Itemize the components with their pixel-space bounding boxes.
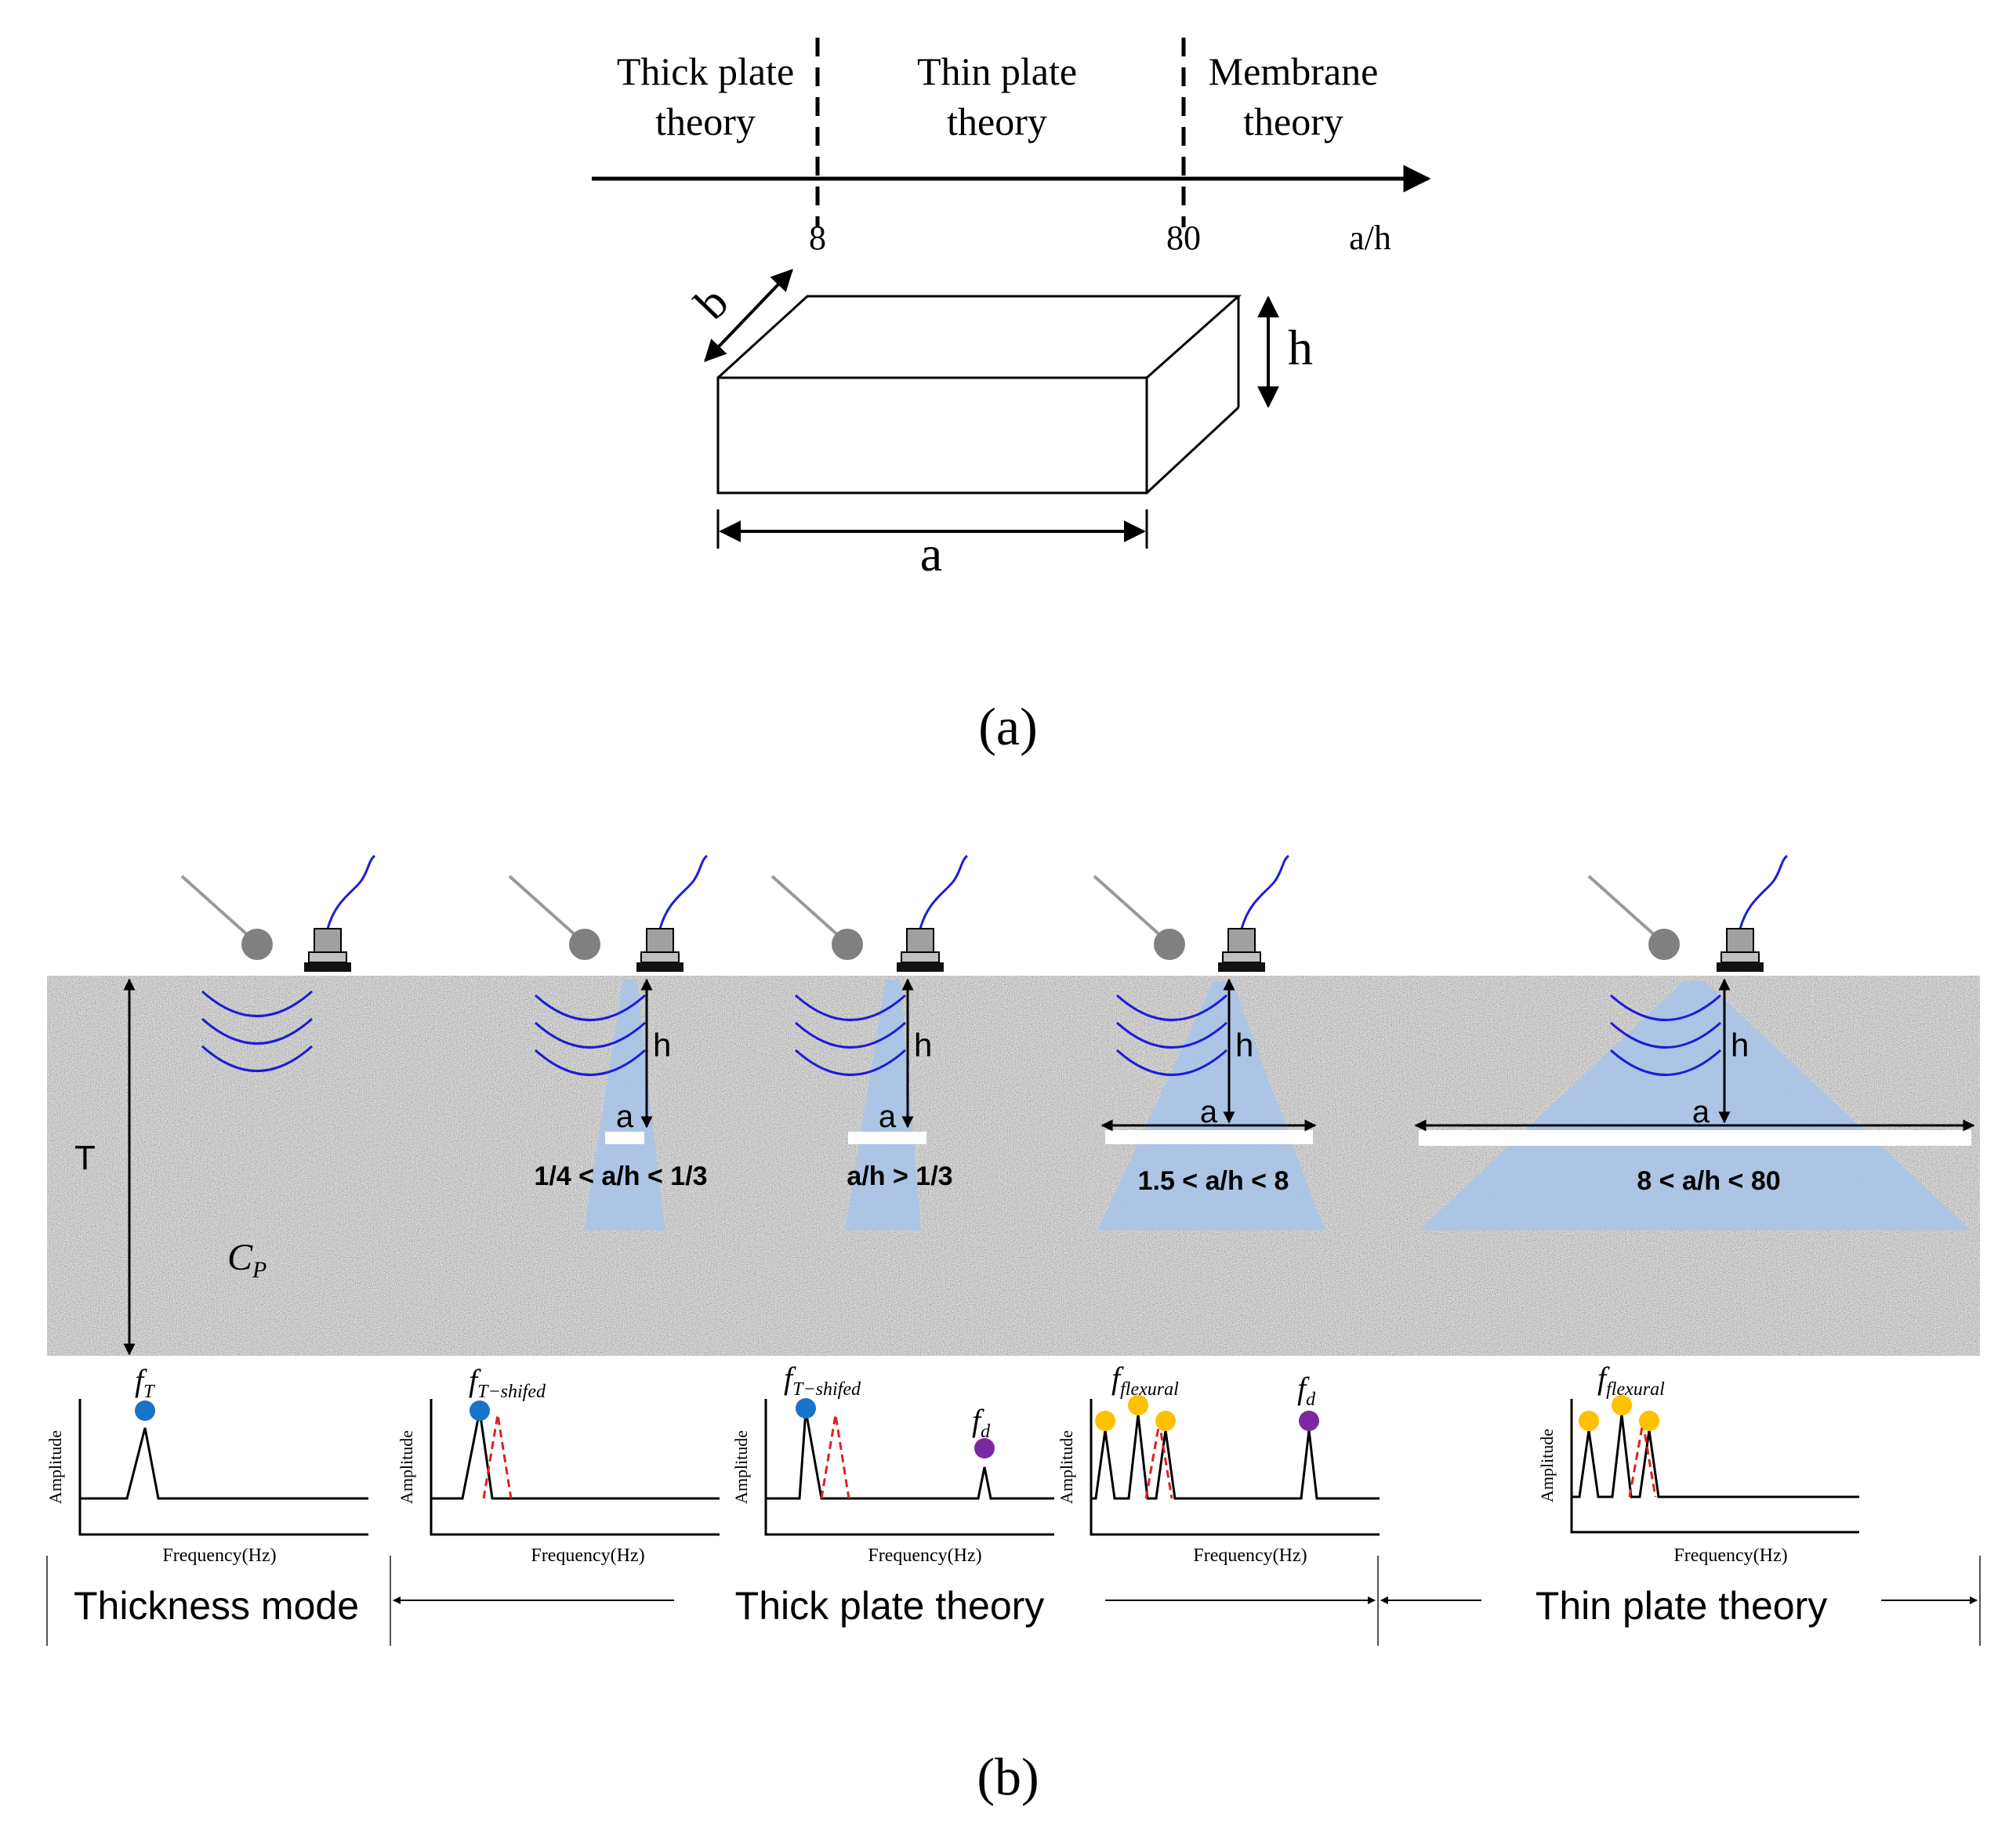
spectrum-plot-2: fT−shifed Amplitude Frequency(Hz) bbox=[397, 1363, 720, 1566]
y-axis-label-4: Amplitude bbox=[1057, 1430, 1076, 1504]
depth-label-1: h bbox=[653, 1027, 671, 1063]
peak-marker-flex-5a bbox=[1579, 1411, 1599, 1431]
tick-80: 80 bbox=[1166, 219, 1201, 257]
stress-cone-1 bbox=[584, 980, 665, 1230]
spectrum-plot-4: fflexural fd Amplitude Frequency(Hz) bbox=[1057, 1361, 1380, 1566]
waves-3 bbox=[794, 994, 907, 1076]
impactor-3 bbox=[771, 875, 863, 960]
defect-label-2: a bbox=[879, 1100, 897, 1134]
peak-label-flex-5: fflexural bbox=[1597, 1361, 1665, 1400]
x-axis-label-5: Frequency(Hz) bbox=[1673, 1545, 1787, 1566]
x-axis-label-4: Frequency(Hz) bbox=[1193, 1545, 1307, 1566]
mode-label-thin-plate: Thin plate theory bbox=[1536, 1584, 1827, 1628]
shifted-peak-2 bbox=[482, 1414, 513, 1499]
peak-marker-flex-4b bbox=[1128, 1395, 1148, 1415]
panel-b-label: (b) bbox=[977, 1747, 1039, 1806]
peak-marker-fd-4 bbox=[1299, 1411, 1319, 1431]
peak-label-fd-4: fd bbox=[1297, 1371, 1316, 1410]
panel-a: Thick plate theory Thin plate theory Mem… bbox=[592, 38, 1431, 756]
defect-label-4: a bbox=[1692, 1095, 1710, 1129]
dim-b-arrow bbox=[704, 268, 793, 363]
x-axis-label-1: Frequency(Hz) bbox=[162, 1545, 276, 1566]
dim-a-label: a bbox=[920, 526, 942, 582]
ratio-label-2: a/h > 1/3 bbox=[847, 1161, 952, 1191]
waves-2 bbox=[534, 994, 647, 1076]
peak-marker-fT-shifted-3 bbox=[796, 1398, 816, 1419]
peak-marker-flex-4a bbox=[1095, 1411, 1115, 1431]
defect-label-3: a bbox=[1200, 1095, 1218, 1129]
region-membrane-line2: theory bbox=[1243, 100, 1343, 143]
peak-label-fT-shifted-3: fT−shifed bbox=[784, 1361, 861, 1400]
spectrum-plot-3: fT−shifed fd Amplitude Frequency(Hz) bbox=[731, 1361, 1054, 1566]
peak-marker-flex-5b bbox=[1612, 1395, 1632, 1415]
peak-marker-flex-5c bbox=[1639, 1411, 1659, 1431]
ratio-label-3: 1.5 < a/h < 8 bbox=[1138, 1166, 1289, 1196]
region-thick-line1: Thick plate bbox=[617, 49, 794, 93]
mode-label-thickness: Thickness mode bbox=[74, 1584, 359, 1628]
mode-bar: Thickness mode Thick plate theory Thin p… bbox=[46, 1556, 1981, 1646]
depth-label-4: h bbox=[1731, 1027, 1749, 1063]
impactor-4 bbox=[1093, 875, 1185, 960]
peak-label-fT-shifted-2: fT−shifed bbox=[469, 1363, 546, 1402]
peak-marker-fT bbox=[135, 1400, 155, 1421]
defect-4 bbox=[1419, 1130, 1971, 1146]
panel-a-label: (a) bbox=[978, 697, 1037, 756]
thickness-label: T bbox=[74, 1139, 96, 1177]
region-thin-line2: theory bbox=[947, 100, 1047, 143]
peak-label-fT: fT bbox=[135, 1363, 155, 1402]
dim-h-label: h bbox=[1288, 320, 1313, 375]
tick-8: 8 bbox=[809, 219, 826, 257]
dim-b-label: b bbox=[684, 276, 738, 328]
axis-label-a-h: a/h bbox=[1349, 219, 1391, 257]
waves-4 bbox=[1115, 994, 1228, 1076]
mode-label-thick-plate: Thick plate theory bbox=[735, 1584, 1045, 1628]
impactor-1 bbox=[180, 875, 273, 960]
y-axis-label-1: Amplitude bbox=[45, 1430, 65, 1504]
impactor-5 bbox=[1587, 875, 1680, 960]
defect-1 bbox=[605, 1132, 644, 1144]
impactor-2 bbox=[508, 875, 600, 960]
velocity-label: CP bbox=[227, 1237, 267, 1283]
y-axis-label-2: Amplitude bbox=[397, 1430, 416, 1504]
peak-label-flex-4: fflexural bbox=[1111, 1361, 1179, 1400]
peak-marker-flex-4c bbox=[1155, 1411, 1176, 1431]
sensor-4 bbox=[1218, 854, 1290, 972]
sensor-2 bbox=[636, 854, 709, 972]
x-axis-label-3: Frequency(Hz) bbox=[868, 1545, 981, 1566]
shifted-peak-3 bbox=[820, 1414, 850, 1499]
stress-cone-4 bbox=[1419, 981, 1971, 1230]
waves-1 bbox=[201, 990, 314, 1072]
spectrum-plot-1: fT Amplitude Frequency(Hz) bbox=[45, 1363, 368, 1566]
waves-5 bbox=[1609, 994, 1722, 1076]
region-thin-line1: Thin plate bbox=[917, 49, 1077, 93]
depth-label-3: h bbox=[1235, 1027, 1253, 1063]
ratio-label-4: 8 < a/h < 80 bbox=[1637, 1166, 1780, 1196]
peak-marker-fT-shifted-2 bbox=[470, 1400, 490, 1421]
stress-cone-3 bbox=[1097, 981, 1325, 1230]
spectrum-plot-5: fflexural Amplitude Frequency(Hz) bbox=[1537, 1361, 1859, 1566]
region-membrane-line1: Membrane bbox=[1209, 49, 1379, 93]
defect-3 bbox=[1105, 1130, 1313, 1144]
panel-b: T CP h bbox=[45, 854, 1981, 1806]
defect-label-1: a bbox=[616, 1100, 634, 1134]
x-axis-label-2: Frequency(Hz) bbox=[531, 1545, 644, 1566]
peak-marker-fd-3 bbox=[974, 1438, 995, 1458]
y-axis-label-5: Amplitude bbox=[1537, 1429, 1557, 1502]
sensor-1 bbox=[304, 854, 376, 972]
region-thick-line2: theory bbox=[655, 100, 756, 143]
ratio-label-1: 1/4 < a/h < 1/3 bbox=[534, 1161, 707, 1191]
defect-2 bbox=[848, 1132, 926, 1144]
peak-label-fd-3: fd bbox=[972, 1403, 991, 1442]
sensor-3 bbox=[897, 854, 969, 972]
depth-label-2: h bbox=[914, 1027, 932, 1063]
plate-box bbox=[716, 295, 1242, 495]
y-axis-label-3: Amplitude bbox=[731, 1430, 751, 1504]
sensor-5 bbox=[1717, 854, 1789, 972]
